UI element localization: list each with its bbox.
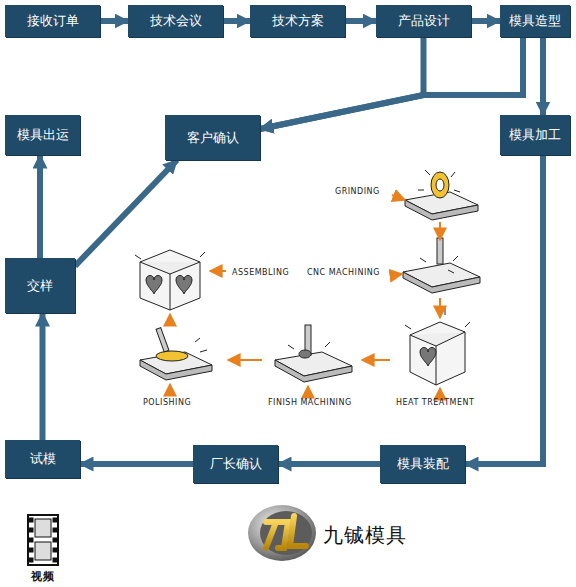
- step-label: GRINDING: [335, 187, 380, 196]
- step-label: FINISH MACHINING: [268, 398, 352, 407]
- flow-arrow: [75, 160, 177, 266]
- icon-caption: 视频: [31, 569, 54, 584]
- step-label: POLISHING: [143, 398, 191, 407]
- process-box: 产品设计: [376, 5, 471, 37]
- flow-arrow: [345, 18, 376, 24]
- process-box: 交样: [5, 258, 75, 313]
- process-box: 模具装配: [380, 445, 465, 483]
- flow-arrow: [465, 155, 543, 464]
- flow-arrow: [37, 155, 43, 258]
- step-label: ASSEMBLING: [232, 268, 289, 277]
- company-name: 九铖模具: [323, 522, 407, 549]
- flow-arrow: [40, 313, 46, 440]
- box-text: 模具加工: [509, 126, 561, 144]
- box-text: 产品设计: [398, 12, 450, 30]
- flow-arrow: [471, 18, 500, 24]
- process-box: 模具造型: [500, 5, 570, 37]
- flow-arrow: [260, 37, 523, 129]
- process-box: 模具出运: [5, 115, 80, 155]
- box-text: 客户确认: [187, 129, 239, 147]
- flow-arrow: [260, 37, 424, 129]
- box-text: 接收订单: [27, 12, 79, 30]
- box-text: 模具出运: [17, 126, 69, 144]
- box-text: 技术方案: [272, 12, 324, 30]
- process-box: 技术会议: [128, 5, 223, 37]
- process-box: 模具加工: [500, 115, 570, 155]
- step-label: CNC MACHINING: [307, 268, 380, 277]
- flow-arrow: [80, 461, 193, 467]
- step-label: HEAT TREATMENT: [396, 398, 474, 407]
- box-text: 技术会议: [150, 12, 202, 30]
- box-text: 试模: [30, 450, 56, 468]
- flow-arrow: [278, 461, 380, 467]
- process-box: 技术方案: [250, 5, 345, 37]
- box-text: 交样: [27, 277, 53, 295]
- process-box: 厂长确认: [193, 445, 278, 483]
- box-text: 模具装配: [397, 455, 449, 473]
- flow-arrow: [223, 18, 250, 24]
- flow-arrow: [100, 18, 128, 24]
- flow-arrow: [540, 37, 546, 115]
- process-box: 试模: [5, 440, 80, 478]
- box-text: 厂长确认: [210, 455, 262, 473]
- box-text: 模具造型: [509, 12, 561, 30]
- process-box: 接收订单: [5, 5, 100, 37]
- process-box: 客户确认: [165, 115, 260, 160]
